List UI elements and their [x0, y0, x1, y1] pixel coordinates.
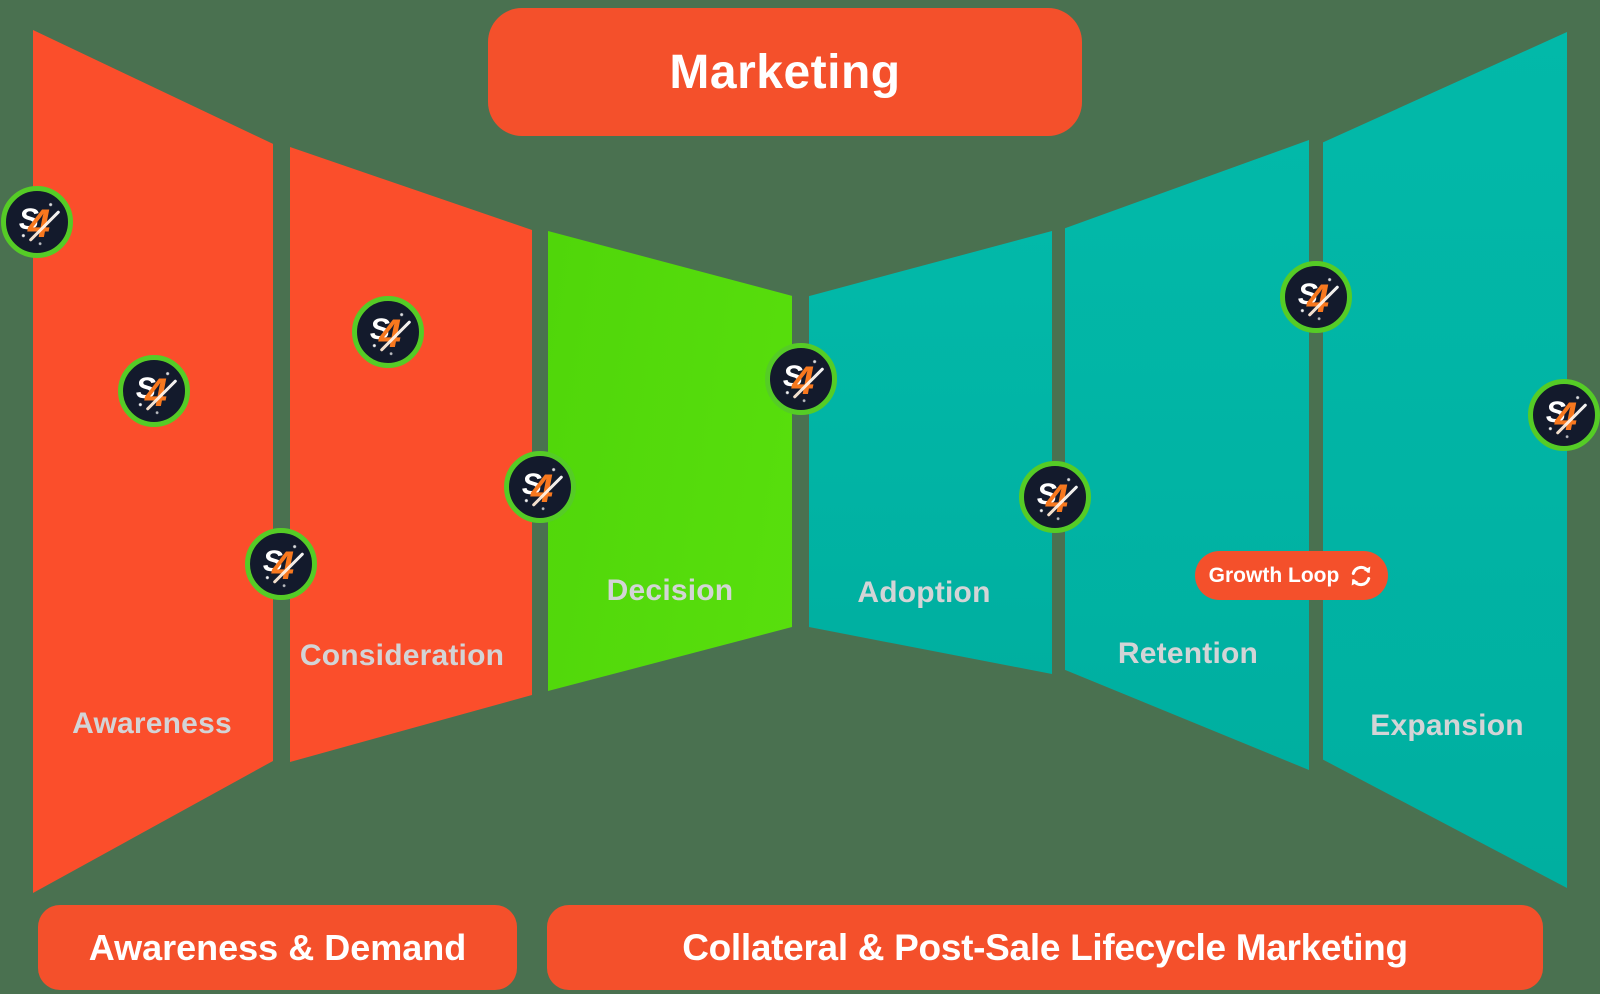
logo-letter-s: S	[262, 545, 283, 578]
stage-label-retention: Retention	[1117, 637, 1259, 670]
stage-label-expansion: Expansion	[1370, 709, 1524, 742]
logo-letter-s: S	[1036, 478, 1057, 511]
bottom-banner-awareness-demand-text: Awareness & Demand	[88, 926, 467, 968]
growth-loop-label: Growth Loop	[1208, 563, 1340, 587]
loop-arrows-icon	[1351, 565, 1371, 586]
growth-loop-badge: Growth Loop	[1195, 551, 1388, 600]
logo-letter-s: S	[782, 360, 803, 393]
funnel-panel-consideration	[290, 147, 532, 762]
marketing-title-banner: Marketing	[488, 8, 1082, 136]
logo-letter-s: S	[521, 468, 542, 501]
logo-letter-s: S	[18, 203, 39, 236]
funnel-panel-expansion	[1323, 32, 1567, 888]
stage-label-awareness: Awareness	[72, 707, 232, 740]
funnel-panel-decision	[548, 231, 792, 691]
funnel-panel-adoption	[809, 231, 1052, 674]
funnel-panel-retention	[1065, 140, 1309, 770]
stage-label-decision: Decision	[606, 574, 734, 607]
logo-letter-s: S	[135, 372, 156, 405]
logo-letter-s: S	[369, 313, 390, 346]
stage-label-adoption: Adoption	[857, 576, 991, 609]
bottom-banner-awareness-demand: Awareness & Demand	[38, 905, 517, 990]
funnel-panel-awareness	[33, 30, 273, 893]
logo-letter-s: S	[1297, 278, 1318, 311]
stage-label-consideration: Consideration	[299, 639, 505, 672]
marketing-title-text: Marketing	[669, 45, 901, 99]
logo-letter-s: S	[1545, 396, 1566, 429]
bottom-banner-collateral-lifecycle-text: Collateral & Post-Sale Lifecycle Marketi…	[682, 926, 1408, 968]
bottom-banner-collateral-lifecycle: Collateral & Post-Sale Lifecycle Marketi…	[547, 905, 1543, 990]
